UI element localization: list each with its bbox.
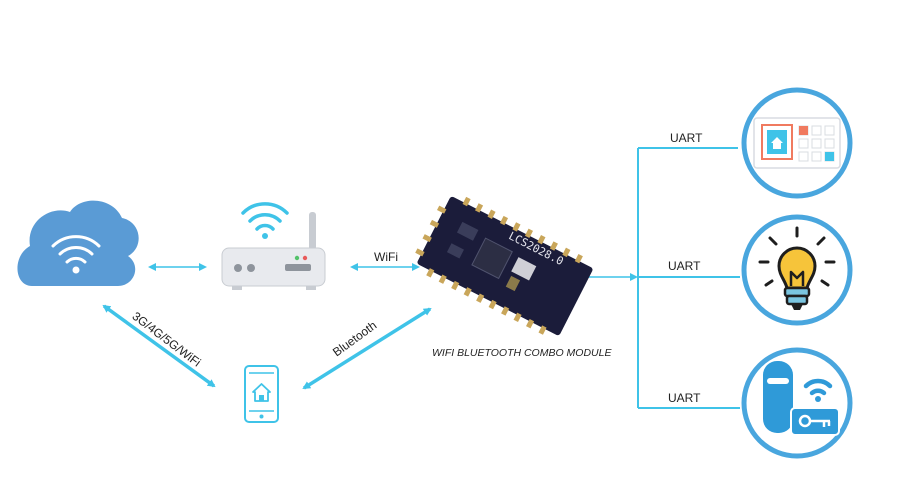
cloud-wifi-icon: [17, 200, 139, 286]
phone-module-link: [302, 307, 432, 390]
smartphone-home-icon: [244, 365, 279, 423]
lightbulb-icon: [741, 214, 853, 326]
connection-lines: [102, 147, 740, 409]
uart-mid-label: UART: [668, 259, 701, 273]
wifi-bt-module-board: LCS2028.0: [415, 196, 593, 336]
wifi-link-label: WiFi: [374, 250, 398, 264]
uart-top-label: UART: [670, 131, 703, 145]
router-icon: [221, 202, 326, 290]
cloud-phone-link: [102, 304, 216, 388]
uart-bot-label: UART: [668, 391, 701, 405]
module-caption: WIFI BLUETOOTH COMBO MODULE: [432, 347, 612, 359]
smart-home-panel-icon: [741, 87, 853, 199]
smart-lock-icon: [741, 347, 853, 459]
